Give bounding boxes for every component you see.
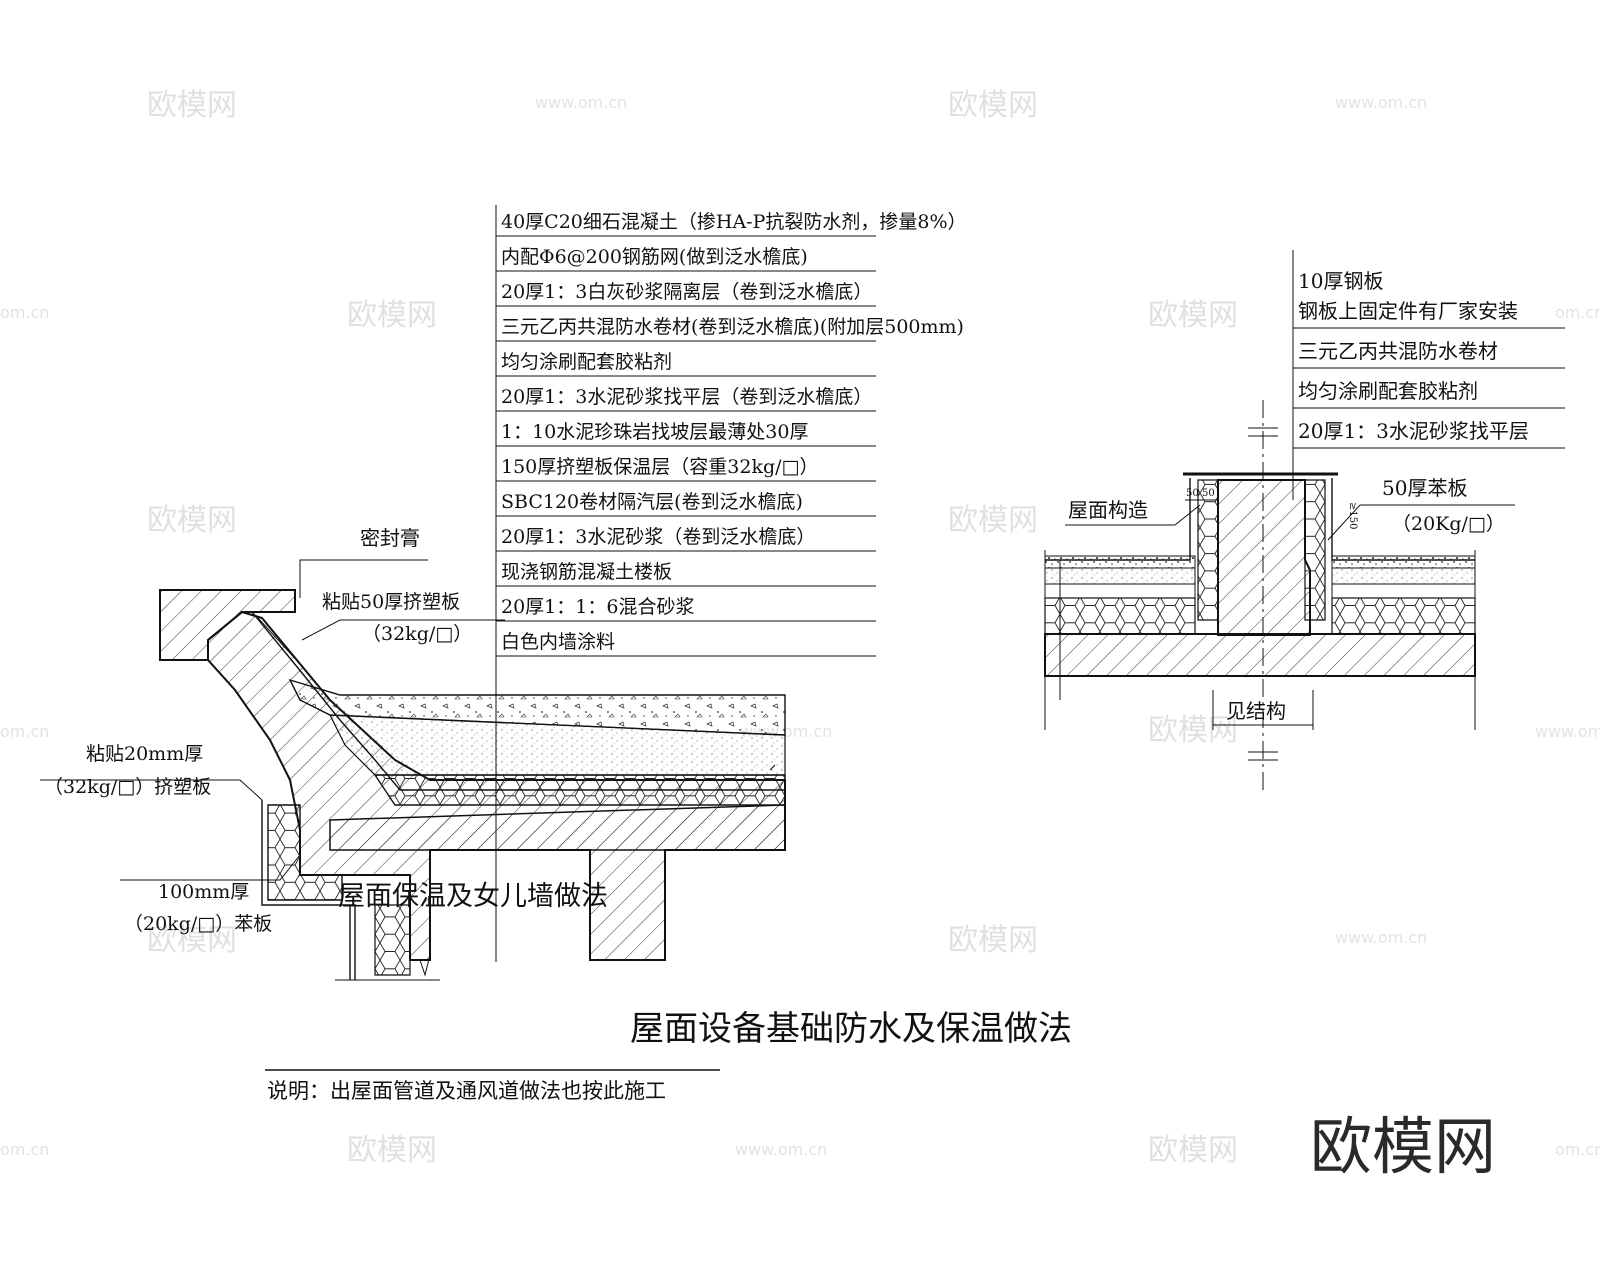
watermark-brand: 欧模网: [948, 503, 1038, 538]
left-layer-label: 20厚1：1：6混合砂浆: [501, 596, 694, 618]
benzene-board-density-label: （20Kg/□）: [1392, 513, 1505, 535]
watermark-layer: 欧模网 www.om.cn 欧模网 www.om.cn om.cn 欧模网 欧模…: [0, 88, 1600, 1168]
left-detail: 40厚C20细石混凝土（掺HA-P抗裂防水剂，掺量8%） 内配Φ6@200钢筋网…: [40, 205, 967, 981]
watermark-brand: 欧模网: [1148, 1133, 1238, 1168]
board100-label: 100mm厚: [158, 881, 249, 903]
board50-label: 粘贴50厚挤塑板: [322, 591, 460, 613]
right-layer-label: 三元乙丙共混防水卷材: [1298, 339, 1498, 363]
roof-screed-left: [1044, 567, 1196, 585]
upturn-membrane: [251, 611, 785, 791]
watermark-url: www.om.cn: [1535, 722, 1600, 741]
watermark-url: om.cn: [0, 1140, 49, 1159]
right-layer-callouts: 10厚钢板 钢板上固定件有厂家安装 三元乙丙共混防水卷材 均匀涂刷配套胶粘剂 2…: [1293, 269, 1565, 449]
left-layer-label: 20厚1：3水泥砂浆（卷到泛水檐底）: [501, 526, 815, 548]
board20-density-label: （32kg/□）挤塑板: [44, 776, 211, 798]
right-layer-label: 均匀涂刷配套胶粘剂: [1298, 379, 1478, 403]
left-layer-label: SBC120卷材隔汽层(卷到泛水檐底): [501, 491, 803, 513]
left-layer-label: 150厚挤塑板保温层（容重32kg/□）: [501, 456, 818, 478]
brand-logo: 欧模网: [1310, 1110, 1496, 1183]
watermark-brand: 欧模网: [347, 1133, 437, 1168]
watermark-brand: 欧模网: [948, 923, 1038, 958]
left-layer-label: 白色内墙涂料: [501, 631, 615, 653]
left-layer-label: 现浇钢筋混凝土楼板: [501, 561, 672, 583]
watermark-url: om.cn: [0, 303, 49, 322]
see-structure-label: 见结构: [1226, 699, 1286, 723]
watermark-url: om.cn: [0, 722, 49, 741]
benzene-board-label: 50厚苯板: [1382, 476, 1467, 500]
left-layer-label: 均匀涂刷配套胶粘剂: [501, 351, 672, 373]
watermark-url: www.om.cn: [1335, 928, 1427, 947]
watermark-brand: 欧模网: [948, 88, 1038, 123]
watermark-brand: 欧模网: [147, 88, 237, 123]
slab-band: [329, 804, 786, 851]
roof-screed-right: [1331, 567, 1476, 585]
right-layer-label: 10厚钢板: [1298, 269, 1383, 293]
base-side-insulation-left: [1197, 479, 1219, 621]
left-layer-label: 20厚1：3白灰砂浆隔离层（卷到泛水檐底）: [501, 281, 872, 303]
equipment-base: [1217, 479, 1311, 636]
structural-slab: [1044, 633, 1476, 677]
watermark-url: om.cn: [1555, 1140, 1600, 1159]
left-detail-caption: 屋面保温及女儿墙做法: [338, 881, 608, 912]
roof-insulation-left: [1044, 597, 1196, 635]
board100-density-label: （20kg/□）苯板: [124, 913, 272, 935]
right-layer-label: 20厚1：3水泥砂浆找平层: [1298, 419, 1529, 443]
base-side-insulation-right: [1304, 479, 1326, 621]
roof-construction-label: 屋面构造: [1068, 498, 1148, 522]
watermark-brand: 欧模网: [147, 503, 237, 538]
main-title: 屋面设备基础防水及保温做法: [630, 1009, 1072, 1049]
watermark-brand: 欧模网: [1148, 298, 1238, 333]
dim-right-label: 50: [1202, 488, 1215, 499]
left-layer-label: 20厚1：3水泥砂浆找平层（卷到泛水檐底）: [501, 386, 872, 408]
roof-slope-right: [1331, 583, 1476, 599]
sealant-label: 密封膏: [360, 526, 420, 550]
left-layer-label: 三元乙丙共混防水卷材(卷到泛水檐底)(附加层500mm): [501, 316, 964, 338]
left-layer-callouts: 40厚C20细石混凝土（掺HA-P抗裂防水剂，掺量8%） 内配Φ6@200钢筋网…: [496, 211, 967, 657]
right-detail: 10厚钢板 钢板上固定件有厂家安装 三元乙丙共混防水卷材 均匀涂刷配套胶粘剂 2…: [1044, 250, 1565, 795]
watermark-url: www.om.cn: [735, 1140, 827, 1159]
watermark-url: www.om.cn: [535, 93, 627, 112]
dim-height-label: ≥150: [1347, 502, 1358, 529]
left-layer-label: 内配Φ6@200钢筋网(做到泛水檐底): [501, 246, 808, 268]
watermark-brand: 欧模网: [147, 923, 237, 958]
roof-slope-left: [1044, 583, 1196, 599]
left-layer-label: 40厚C20细石混凝土（掺HA-P抗裂防水剂，掺量8%）: [501, 211, 967, 233]
watermark-url: www.om.cn: [1335, 93, 1427, 112]
dim-left-label: 50: [1186, 488, 1199, 499]
construction-note: 说明：出屋面管道及通风道做法也按此施工: [267, 1079, 666, 1103]
roof-insulation-right: [1331, 597, 1476, 635]
roof-top-layer-left: [1044, 555, 1196, 569]
watermark-url: om.cn: [1555, 303, 1600, 322]
watermark-brand: 欧模网: [1148, 713, 1238, 748]
wall-column-insulation: [374, 904, 411, 976]
left-layer-label: 1：10水泥珍珠岩找坡层最薄处30厚: [501, 421, 808, 443]
board50-density-label: （32kg/□）: [362, 623, 472, 645]
watermark-brand: 欧模网: [347, 298, 437, 333]
wall-insulation: [267, 804, 343, 901]
roof-top-layer-right: [1331, 555, 1476, 569]
board20-label: 粘贴20mm厚: [86, 743, 203, 765]
right-layer-label: 钢板上固定件有厂家安装: [1298, 299, 1518, 323]
top-concrete: [288, 678, 786, 736]
